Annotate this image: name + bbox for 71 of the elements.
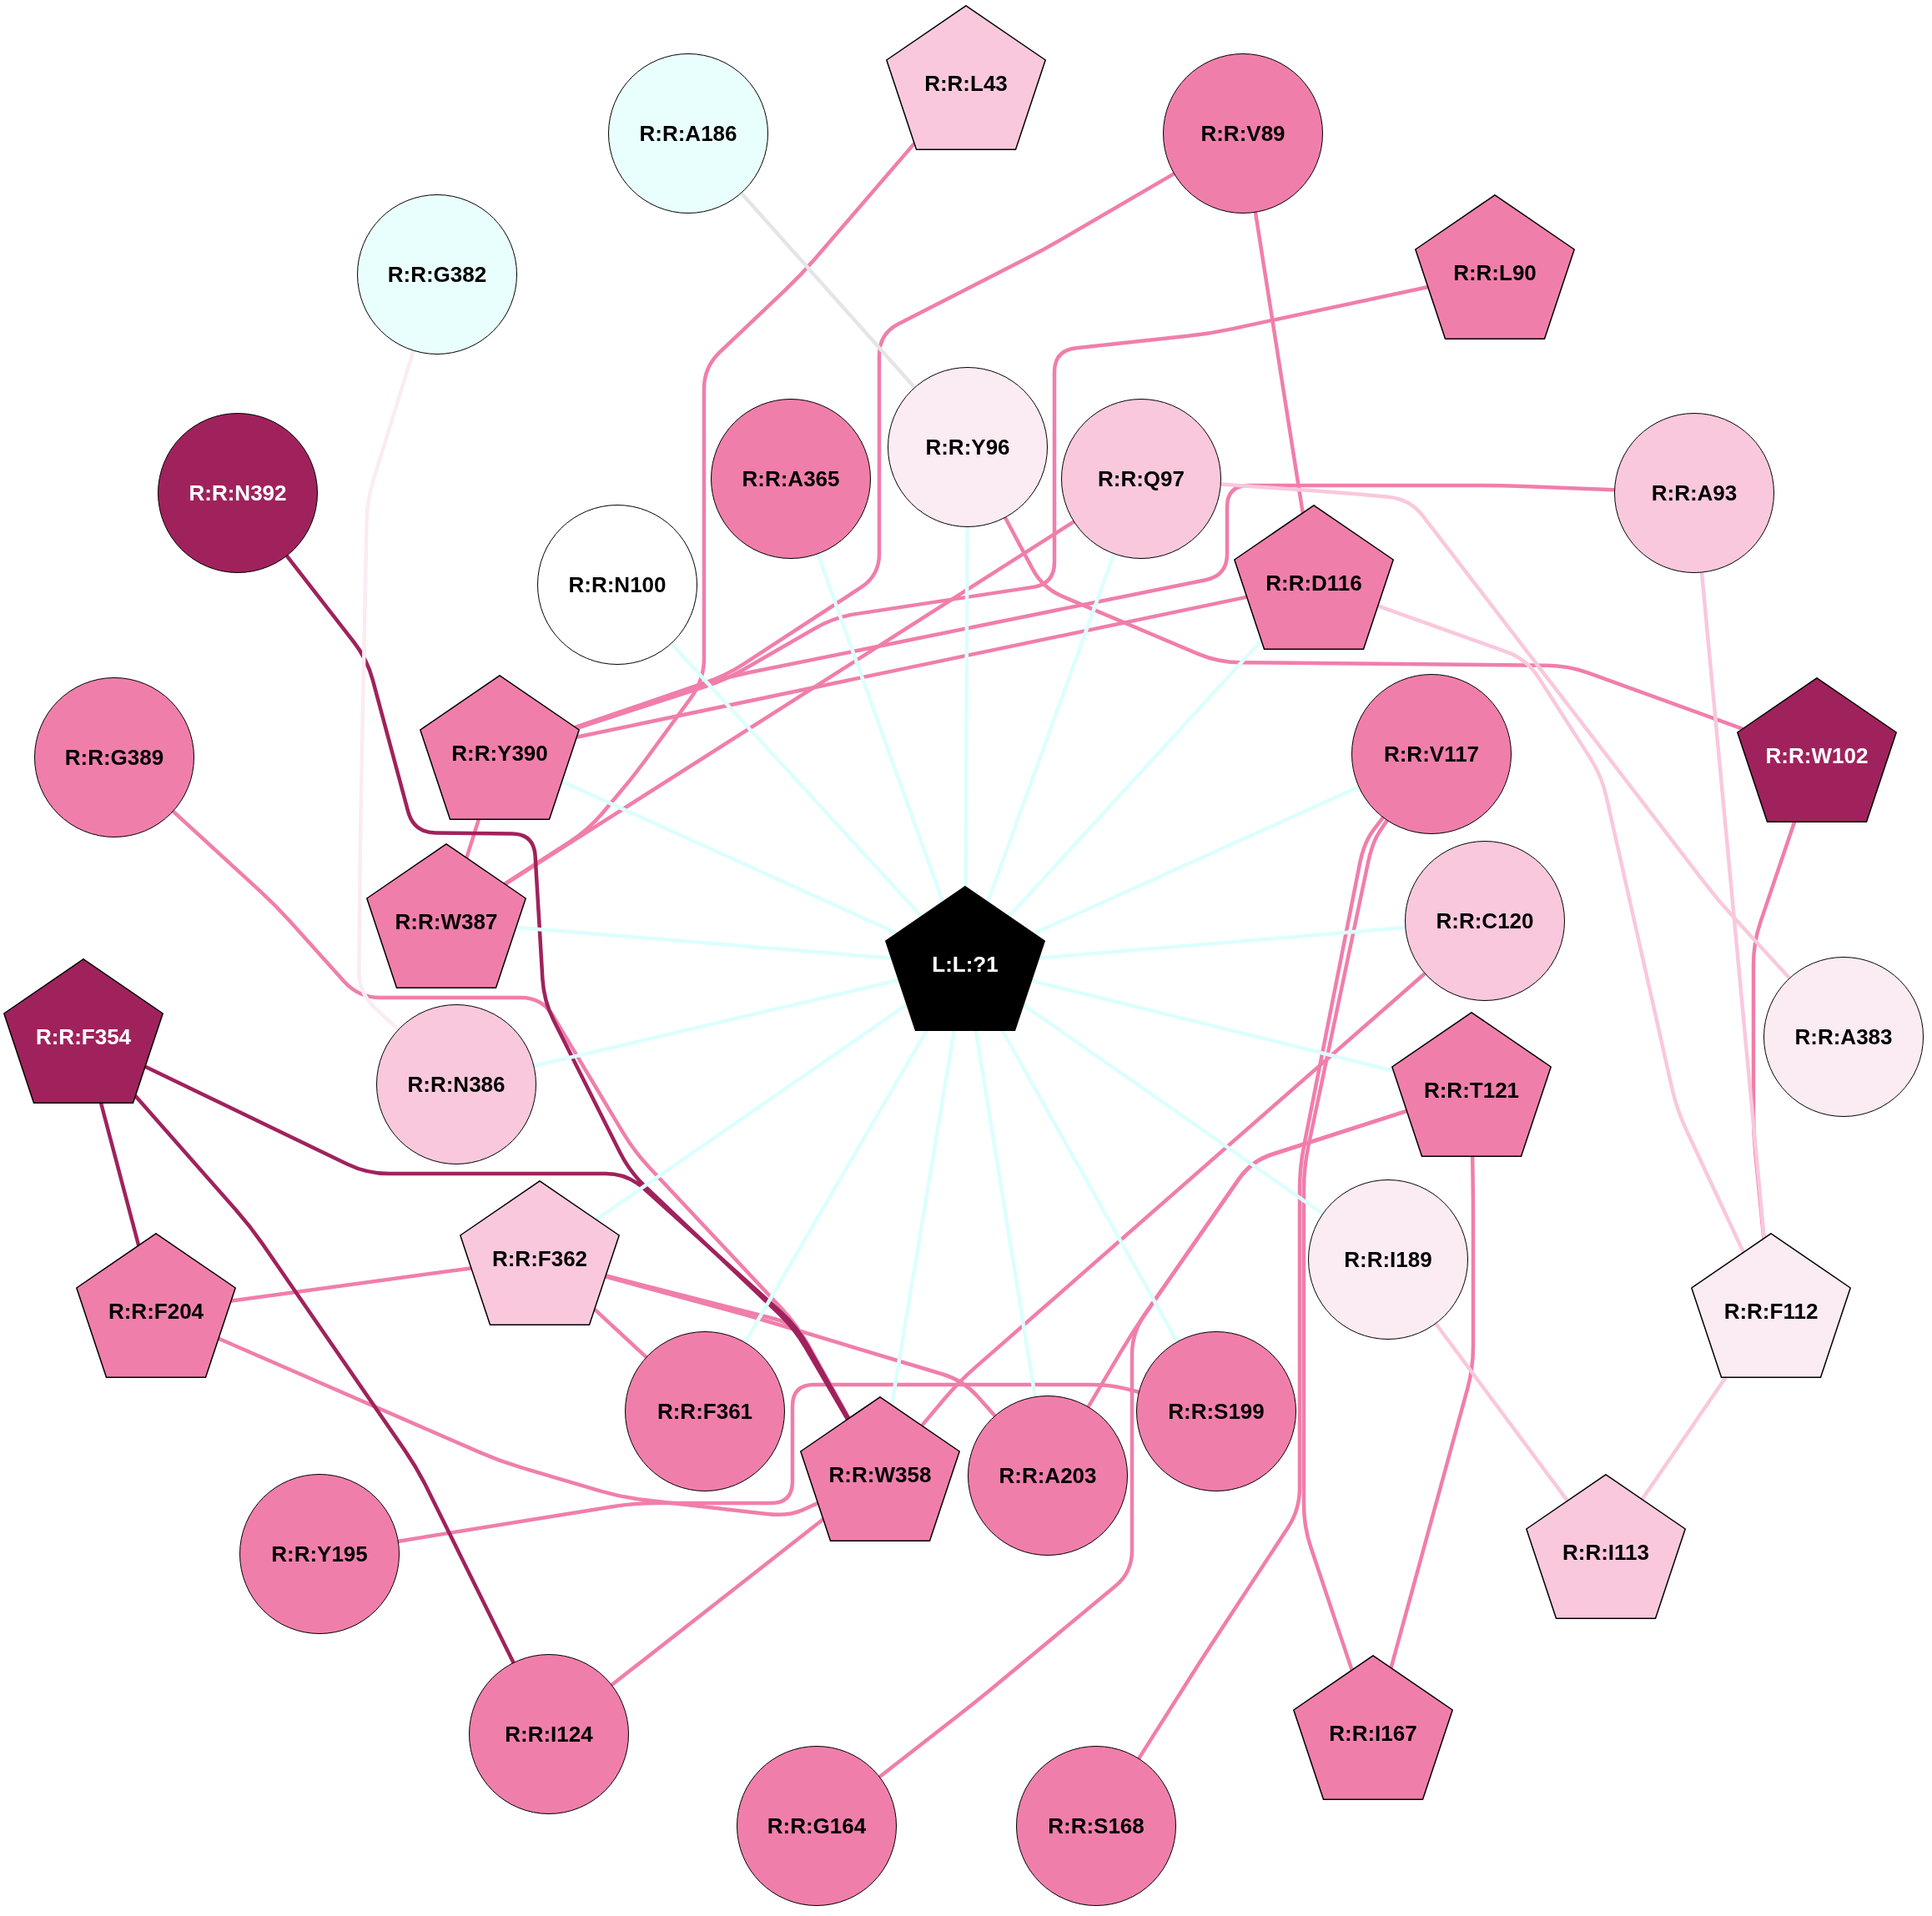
residue-label: R:R:A186: [639, 123, 737, 144]
residue-pentagon: [1737, 677, 1897, 822]
interaction-line: [357, 349, 415, 1032]
residue-label: R:R:D116: [1265, 572, 1362, 594]
residue-label: R:R:S168: [1048, 1815, 1145, 1837]
residue-label: R:R:I189: [1344, 1249, 1432, 1270]
interaction-line: [920, 972, 1427, 1427]
residue-label: R:R:N386: [407, 1074, 506, 1095]
residue-label: R:R:C120: [1436, 910, 1534, 932]
residue-label: R:R:W387: [395, 911, 498, 933]
residue-label: R:R:A365: [742, 468, 840, 490]
residue-label: R:R:W358: [828, 1464, 932, 1486]
residue-pentagon: [1526, 1474, 1686, 1619]
interaction-line: [1301, 818, 1389, 1672]
residue-label: R:R:L43: [924, 73, 1008, 94]
residue-label: R:R:F204: [108, 1300, 204, 1322]
interaction-line: [133, 1094, 516, 1665]
residue-pentagon: [1391, 1012, 1552, 1157]
residue-pentagon: [1691, 1233, 1851, 1378]
residue-label: R:R:A383: [1794, 1026, 1893, 1048]
residue-label: L:L:?1: [932, 953, 999, 975]
interaction-line: [669, 641, 923, 918]
residue-label: R:R:V89: [1200, 123, 1285, 144]
residue-label: R:R:N100: [568, 574, 667, 596]
interaction-line: [594, 1003, 908, 1222]
residue-label: R:R:G382: [387, 264, 487, 285]
residue-label: R:R:A203: [999, 1465, 1097, 1486]
residue-pentagon: [460, 1180, 620, 1325]
residue-label: R:R:I124: [505, 1723, 593, 1745]
interaction-line: [610, 1517, 825, 1687]
interaction-line: [561, 779, 898, 935]
residue-label: R:R:V117: [1383, 743, 1480, 765]
residue-label: R:R:Q97: [1098, 468, 1185, 490]
residue-pentagon: [420, 675, 580, 820]
residue-pentagon: [1293, 1655, 1453, 1800]
residue-pentagon: [76, 1233, 236, 1378]
residue-pentagon: [1234, 505, 1394, 650]
residue-label: R:R:F112: [1723, 1300, 1819, 1322]
residue-label: R:R:I113: [1562, 1541, 1649, 1563]
residue-label: R:R:F361: [657, 1401, 753, 1422]
residue-pentagon: [366, 843, 526, 988]
residue-label: R:R:I167: [1329, 1722, 1417, 1744]
interaction-line: [593, 1307, 648, 1360]
residue-label: R:R:L90: [1453, 262, 1537, 284]
interaction-line: [1032, 785, 1361, 936]
residue-label: R:R:F354: [35, 1026, 132, 1048]
residue-label: R:R:W102: [1765, 745, 1869, 767]
interaction-line: [739, 191, 917, 390]
residue-label: R:R:Y96: [925, 436, 1010, 458]
interaction-line: [986, 552, 1116, 904]
residue-pentagon: [1415, 194, 1575, 339]
residue-label: R:R:A93: [1651, 482, 1738, 504]
residue-label: R:R:T121: [1423, 1079, 1520, 1101]
residue-pentagon: [3, 958, 164, 1104]
interaction-line: [532, 978, 900, 1069]
residue-pentagon: [886, 5, 1046, 150]
residue-label: R:R:G164: [767, 1815, 867, 1837]
interaction-line: [1007, 639, 1263, 918]
residue-label: R:R:S199: [1168, 1401, 1265, 1422]
residue-label: R:R:Y195: [271, 1543, 368, 1565]
interaction-line: [1022, 1003, 1325, 1216]
residue-label: R:R:Y390: [451, 742, 548, 764]
residue-pentagon: [800, 1396, 960, 1541]
residue-label: R:R:G389: [64, 747, 164, 768]
residue-label: R:R:F362: [491, 1248, 588, 1270]
ligand-pentagon: [885, 886, 1045, 1031]
interaction-line: [816, 552, 945, 903]
interaction-line: [1137, 816, 1385, 1761]
residue-label: R:R:N392: [189, 482, 287, 504]
interaction-line: [1003, 515, 1744, 731]
interaction-line: [1434, 1321, 1569, 1503]
